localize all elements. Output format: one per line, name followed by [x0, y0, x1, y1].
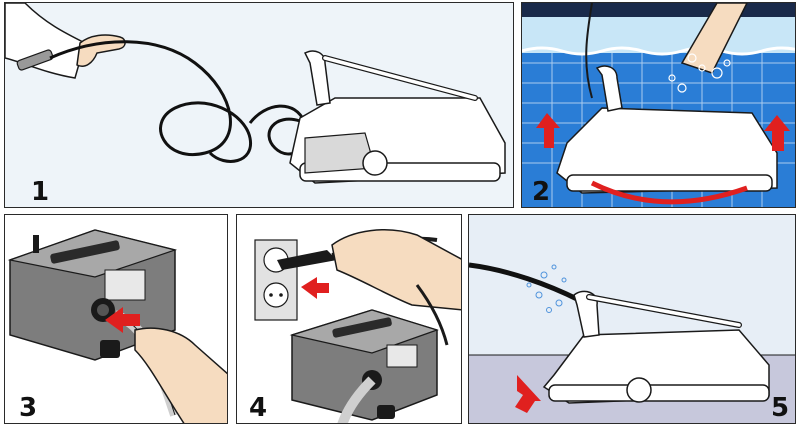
step-1-panel: 1	[4, 2, 514, 208]
control-box-icon	[289, 309, 439, 421]
hand-icon	[331, 229, 461, 311]
bubbles-icon	[668, 53, 731, 93]
cable-icon	[469, 262, 581, 303]
step-4-panel: 4	[236, 214, 462, 424]
arm-shape	[680, 3, 748, 74]
step-number: 2	[532, 177, 551, 207]
step-number: 3	[19, 393, 38, 423]
step-number: 4	[249, 393, 268, 423]
arrow-icon	[515, 375, 541, 413]
hand-icon	[76, 34, 126, 67]
arrow-icon	[764, 115, 790, 151]
step-1-illustration	[5, 3, 506, 184]
arrow-icon	[105, 307, 140, 333]
bubbles-icon	[526, 264, 567, 313]
robot-cleaner-icon	[556, 65, 778, 194]
arrow-icon	[590, 180, 748, 205]
water-surface	[522, 3, 795, 17]
arrow-icon	[536, 113, 560, 148]
cable-connector	[16, 49, 54, 71]
robot-cleaner-icon	[542, 290, 770, 404]
step-5-illustration	[469, 262, 795, 423]
step-number: 1	[31, 177, 50, 207]
step-3-illustration	[7, 229, 227, 423]
step-5-panel: 5	[468, 214, 796, 424]
arrow-icon	[301, 277, 329, 299]
hand-icon	[134, 327, 227, 423]
step-2-illustration	[522, 3, 795, 207]
power-socket-icon	[254, 239, 298, 321]
step-number: 5	[771, 393, 790, 423]
step-4-illustration	[254, 229, 461, 423]
robot-cleaner-icon	[289, 50, 506, 184]
sleeve-shape	[5, 3, 86, 79]
step-2-panel: 2	[521, 2, 796, 208]
step-3-panel: 3	[4, 214, 228, 424]
